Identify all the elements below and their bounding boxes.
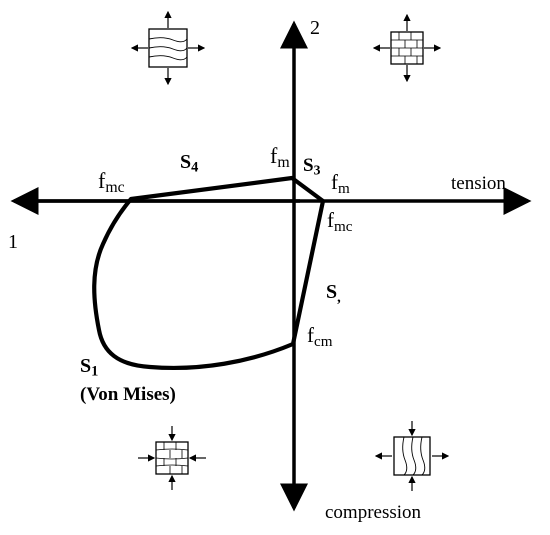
axis-1-label: 1	[8, 231, 18, 253]
failure-surface-curve	[92, 175, 326, 371]
fcm-label: fcm	[307, 323, 333, 350]
surface-s1-label: S1	[80, 355, 99, 380]
surface-s2-label: S,	[326, 281, 341, 306]
fmc-right-label: fmc	[327, 208, 353, 235]
axis-2-label: 2	[310, 17, 320, 39]
masonry-specimen-compression-parallel-icon	[374, 421, 450, 491]
masonry-specimen-biaxial-compression-icon	[138, 426, 206, 490]
surface-s3-label: S3	[303, 155, 321, 178]
fmc-left-label: fmc	[98, 168, 125, 196]
compression-label: compression	[325, 502, 422, 523]
fm-top-label: fm	[270, 143, 290, 171]
tension-label: tension	[451, 173, 506, 194]
masonry-specimen-biaxial-tension-icon	[372, 13, 442, 83]
fm-right-label: fm	[331, 170, 350, 197]
surface-s4-label: S4	[180, 151, 199, 176]
masonry-specimen-biaxial-tension-parallel-icon	[130, 10, 206, 86]
von-mises-label: (Von Mises)	[80, 384, 176, 405]
